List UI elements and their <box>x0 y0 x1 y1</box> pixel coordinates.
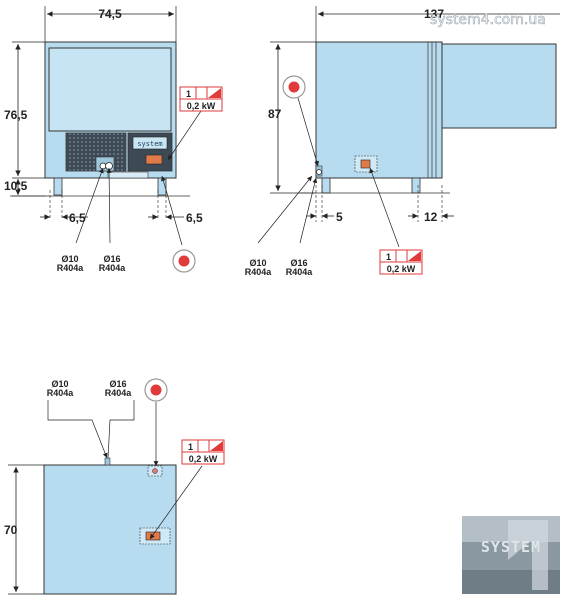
pipe-small-diameter: Ø10 <box>51 379 68 389</box>
pipe-small-leader <box>75 167 104 244</box>
pipe-large-diameter: Ø16 <box>109 379 126 389</box>
open-door-panel <box>441 43 557 129</box>
power-value: 0,2 kW <box>387 264 416 274</box>
front-view: 74,5 76,5 10,5 system 6,5 <box>4 6 223 273</box>
depth-dimension-label: 137 <box>424 7 444 21</box>
system4-logo: SYSTEM <box>462 516 560 594</box>
pipe-large-refrigerant: R404a <box>105 388 133 398</box>
power-value: 0,2 kW <box>187 101 216 111</box>
rear-offset-label: 12 <box>424 210 438 224</box>
height-dimension-label: 76,5 <box>4 108 28 122</box>
drain-port <box>152 468 158 474</box>
side-cabinet <box>315 41 443 179</box>
pipe-large-diameter: Ø16 <box>103 254 120 264</box>
drain-leader <box>297 97 319 167</box>
top-view: 70 Ø10 R404a Ø16 R404a 1 0,2 kW <box>4 378 225 595</box>
power-phase: 1 <box>188 442 193 452</box>
pipe-small-refrigerant: R404a <box>57 263 85 273</box>
pipe-small-leader <box>257 175 313 244</box>
power-leader <box>369 167 400 248</box>
pipe-small-diameter: Ø10 <box>61 254 78 264</box>
front-offset-label: 5 <box>336 210 343 224</box>
depth-dimension-label: 70 <box>4 523 18 537</box>
pipe-large-leader <box>299 177 318 244</box>
power-badge: 1 0,2 kW <box>179 86 223 112</box>
logo-text: SYSTEM <box>481 538 541 556</box>
width-dimension-label: 74,5 <box>98 7 122 21</box>
drain-symbol-icon <box>144 378 168 402</box>
foot-rear <box>411 177 421 194</box>
single-phase-icon <box>210 441 223 451</box>
pipe-large-leader <box>106 167 112 244</box>
display-text: system <box>137 140 162 148</box>
power-connection-box <box>145 531 161 541</box>
drain-symbol-icon <box>282 75 306 99</box>
height-dimension-label: 87 <box>268 107 282 121</box>
pipe-small-refrigerant: R404a <box>47 388 75 398</box>
single-phase-icon <box>208 88 221 98</box>
foot-front <box>321 177 331 194</box>
pipe-small-port <box>316 169 322 175</box>
pipe-large-leader <box>107 400 135 459</box>
front-door <box>48 47 172 132</box>
logo-mark-four <box>508 520 548 590</box>
drain-symbol-icon <box>172 249 196 273</box>
pipe-small-leader <box>47 400 108 459</box>
power-phase: 1 <box>186 89 191 99</box>
power-leader <box>167 107 204 161</box>
pipe-large-refrigerant: R404a <box>286 267 314 277</box>
power-connection-box <box>145 154 163 165</box>
power-leader <box>149 465 203 540</box>
pipe-large-refrigerant: R404a <box>99 263 127 273</box>
right-offset-label: 6,5 <box>186 211 203 225</box>
power-value: 0,2 kW <box>189 454 218 464</box>
side-view: 137 system4.com.ua 87 5 12 <box>245 6 560 277</box>
foot-left <box>53 177 63 196</box>
control-display <box>132 136 168 150</box>
power-badge: 1 0,2 kW <box>379 249 423 275</box>
feet-dimension-label: 10,5 <box>4 179 28 193</box>
power-phase: 1 <box>386 252 391 262</box>
single-phase-icon <box>408 251 421 261</box>
left-offset-label: 6,5 <box>69 211 86 225</box>
pipe-top-stub <box>104 457 111 466</box>
watermark: system4.com.ua <box>430 12 546 28</box>
pipe-small-diameter: Ø10 <box>249 258 266 268</box>
pipe-large-diameter: Ø16 <box>290 258 307 268</box>
drain-leader <box>161 175 183 246</box>
power-badge: 1 0,2 kW <box>181 439 225 465</box>
power-connection-box <box>360 159 371 169</box>
pipe-small-refrigerant: R404a <box>245 267 273 277</box>
drain-tray <box>107 171 149 179</box>
